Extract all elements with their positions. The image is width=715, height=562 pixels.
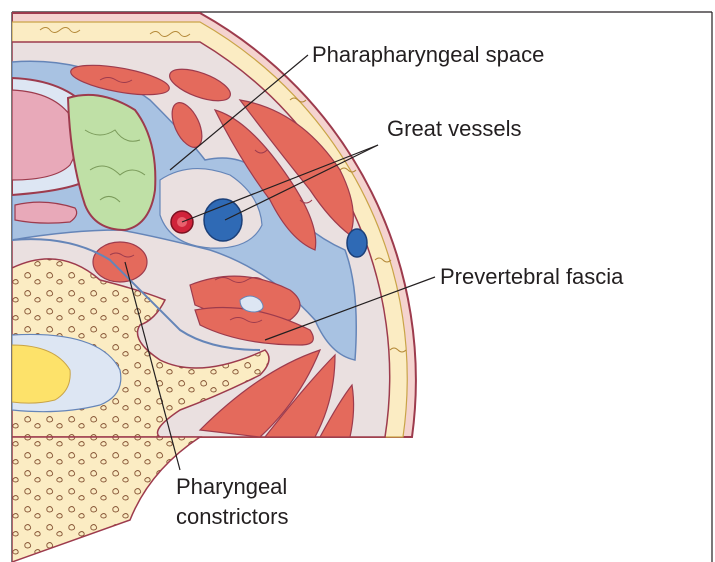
label-pharyngeal-constrictors-line2: constrictors xyxy=(176,504,288,529)
label-pharyngeal-constrictors-line1: Pharyngeal xyxy=(176,474,287,499)
label-prevertebral-fascia: Prevertebral fascia xyxy=(440,264,624,289)
pharyngeal-constrictor-muscle xyxy=(93,242,147,282)
external-jugular-vein xyxy=(347,229,367,257)
label-parapharyngeal-space: Pharapharyngeal space xyxy=(312,42,544,67)
label-great-vessels: Great vessels xyxy=(387,116,522,141)
